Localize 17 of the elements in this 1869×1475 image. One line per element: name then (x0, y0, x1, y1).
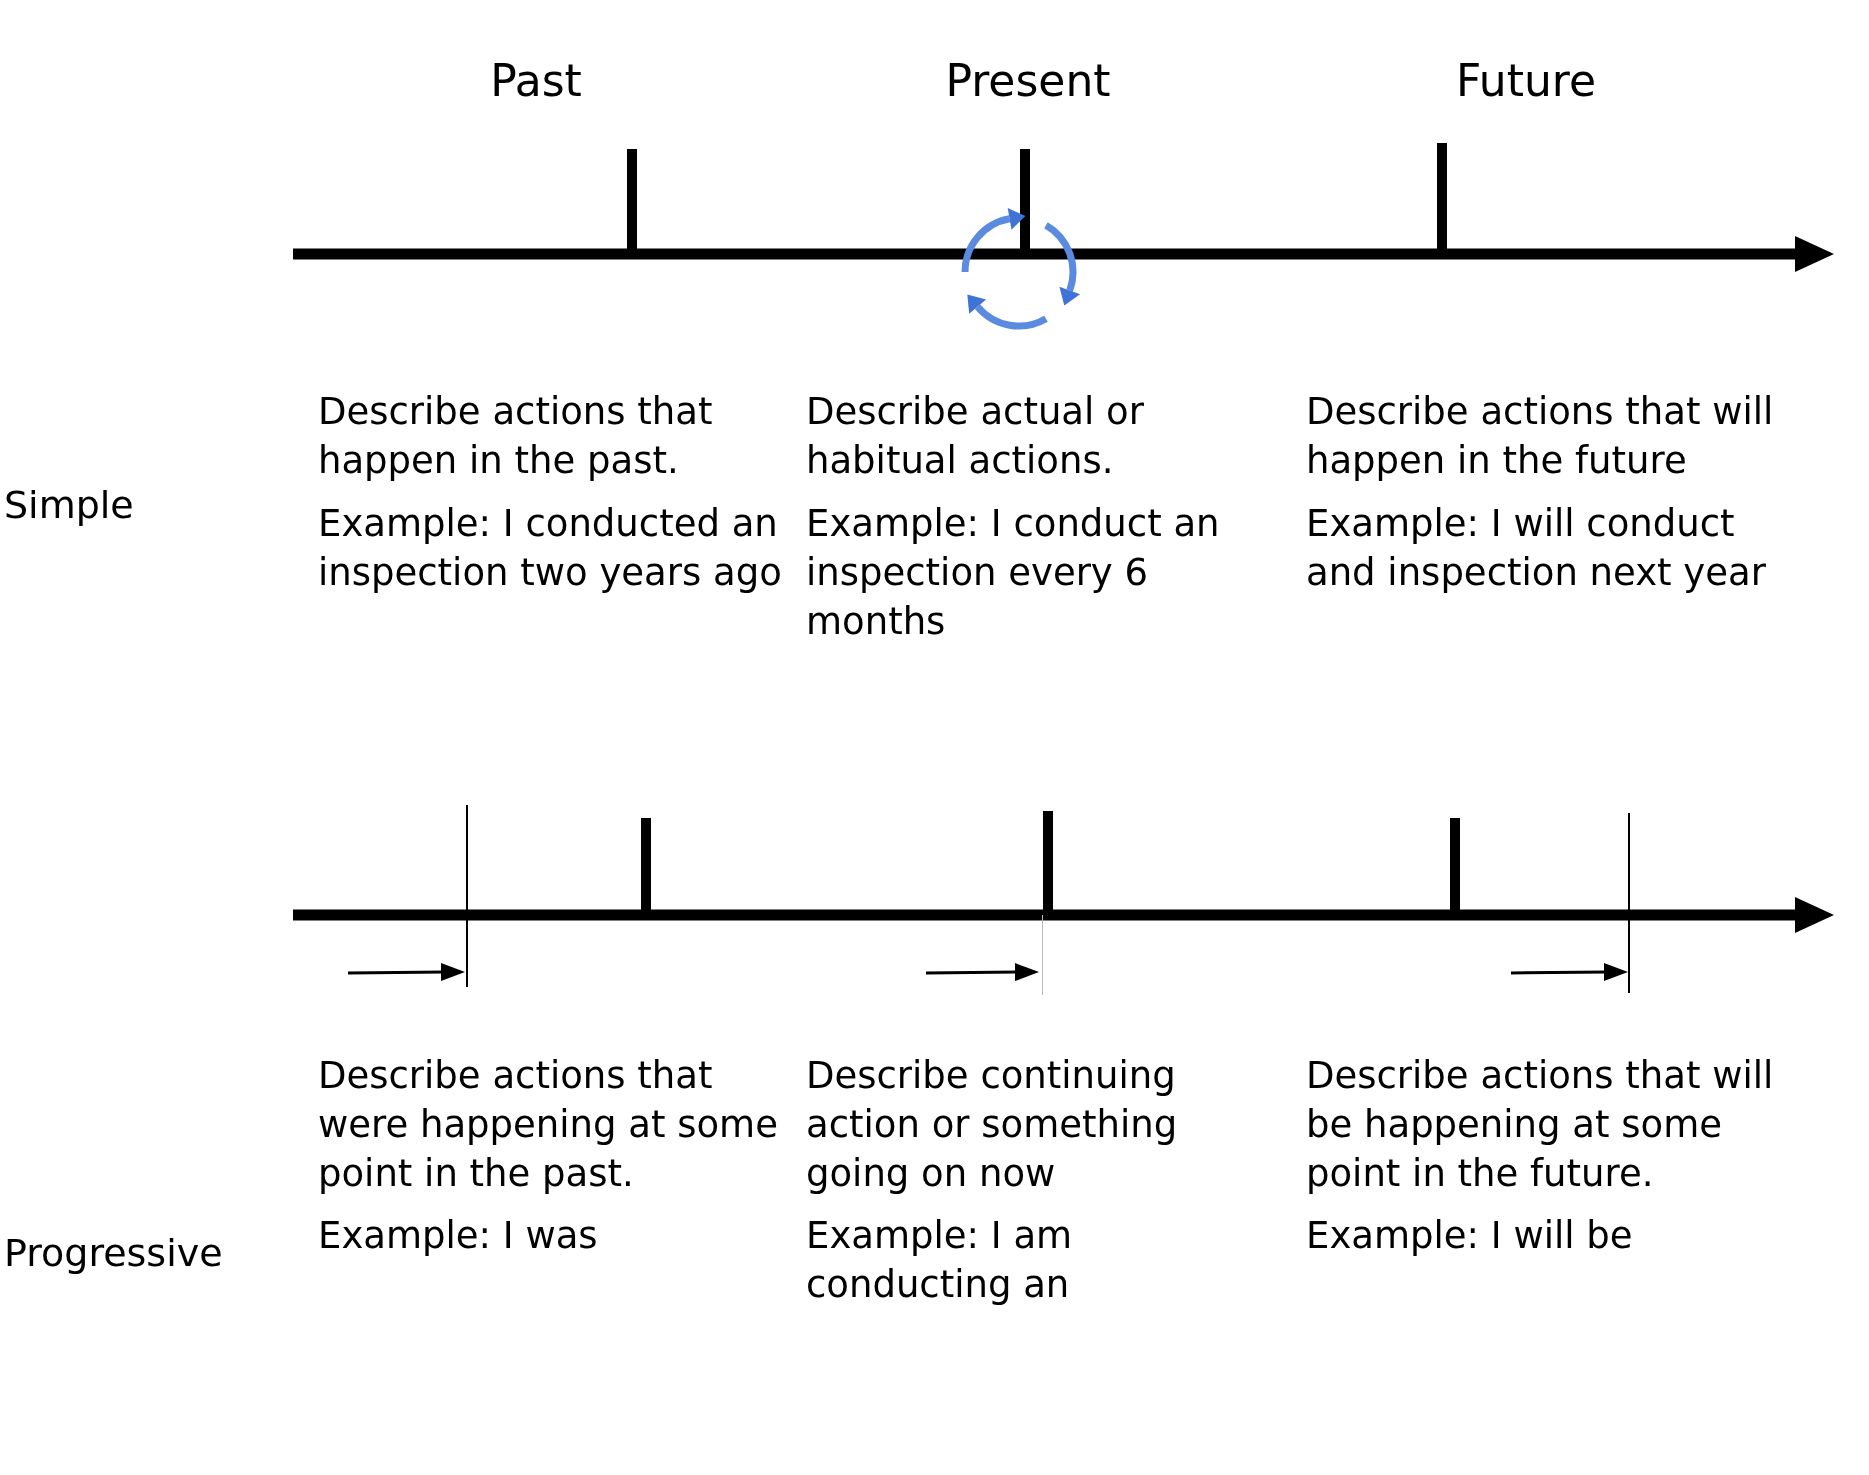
description-text: Describe continuing action or something going on now (806, 1053, 1179, 1197)
example-text: Example: I am conducting an (806, 1213, 1074, 1308)
description-text: Describe actual or habitual actions. (806, 389, 1145, 484)
description-text: Describe actions that will happen in the future (1306, 389, 1775, 484)
description-text: Describe actions that happen in the past. (318, 389, 714, 484)
example-text: Example: I will be (1306, 1213, 1634, 1259)
example-text: Example: I will conduct and inspection next year (1306, 501, 1767, 596)
row-heading: Simple (4, 482, 135, 529)
description-text: Describe actions that were happening at some point in the past. (318, 1053, 779, 1197)
row-heading: Progressive (4, 1230, 224, 1277)
column-heading: Future (1454, 54, 1598, 108)
example-text: Example: I conducted an inspection two years ago (318, 501, 783, 596)
example-text: Example: I was (318, 1213, 599, 1259)
example-text: Example: I conduct an inspection every 6 months (806, 501, 1221, 645)
column-heading: Past (489, 54, 583, 108)
column-heading: Present (944, 54, 1112, 108)
description-text: Describe actions that will be happening at some point in the future. (1306, 1053, 1775, 1197)
